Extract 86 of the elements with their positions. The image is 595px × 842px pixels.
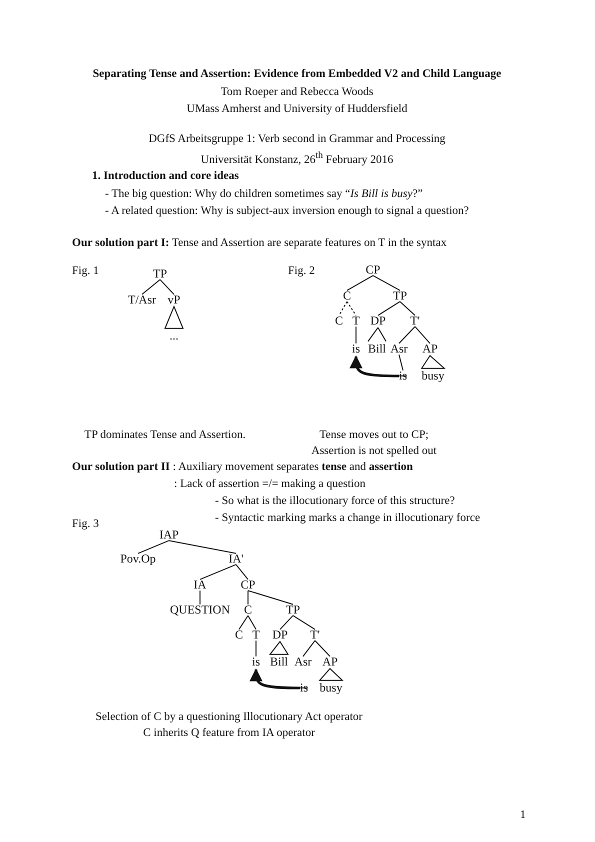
tree-branch [372, 275, 400, 291]
figure-caption: Assertion is not spelled out [311, 445, 437, 459]
tree-node-label: busy [422, 369, 444, 383]
movement-arrow [250, 668, 300, 690]
tree-node-label: TP [286, 603, 300, 617]
triangle-roof [268, 640, 289, 655]
tree-node-label: DP [272, 628, 288, 642]
tree-branch [398, 326, 416, 344]
tree-node-label: TP [393, 289, 407, 303]
struck-word: is [399, 369, 407, 383]
tree-branch [248, 615, 256, 630]
tree-node-label: AP [322, 655, 338, 669]
tree-branch [236, 564, 248, 580]
affiliation-line: UMass Amherst and University of Huddersfield [186, 103, 408, 117]
tree-branch [138, 540, 170, 554]
tree-node-label: T' [410, 314, 420, 328]
tree-branch [398, 354, 404, 371]
tree-branch [378, 301, 400, 316]
figure-caption: TP dominates Tense and Assertion. [84, 429, 246, 443]
section-statement: Our solution part I: Tense and Assertion are separate features on T in the syntax [72, 237, 447, 251]
section-statement: Our solution part II : Auxiliary movement separates tense and assertion [72, 461, 413, 475]
tree-node-label: IAP [159, 528, 179, 542]
tree-node-label: AP [422, 342, 438, 356]
triangle-roof [164, 305, 184, 329]
tree-node-label: ... [170, 329, 178, 343]
triangle-roof [318, 668, 344, 681]
tree-node-label: T [252, 628, 260, 642]
tree-branch [238, 615, 248, 630]
tree-node-label: Bill [368, 342, 386, 356]
bullet-point: - A related question: Why is subject-aux inversion enough to signal a question? [105, 205, 469, 219]
tree-node-label: Bill [270, 655, 288, 669]
tree-branch [400, 301, 416, 316]
tree-node-label: busy [320, 681, 342, 695]
event-line: DGfS Arbeitsgruppe 1: Verb second in Grammar and Processing [148, 133, 446, 147]
bullet-point: - The big question: Why do children sometimes say “Is Bill is busy?” [105, 188, 423, 202]
tree-node-label: DP [370, 314, 386, 328]
figure-caption: Selection of C by a questioning Illocutionary Act operator [96, 711, 362, 725]
figure-label: Fig. 1 [72, 265, 99, 279]
tree-branch [346, 301, 356, 316]
tree-branch [168, 540, 236, 554]
tree-node-label: Asr [390, 342, 408, 356]
struck-word: is [300, 681, 308, 695]
tree-node-label: C [343, 289, 351, 303]
tree-node-label: T' [310, 628, 320, 642]
triangle-roof [420, 354, 446, 369]
figure-label: Fig. 3 [72, 518, 99, 532]
tree-node-label: CP [366, 263, 380, 277]
tree-node-label: Asr [294, 655, 312, 669]
section-heading: 1. Introduction and core ideas [92, 170, 239, 184]
author-line: Tom Roeper and Rebecca Woods [220, 86, 374, 100]
tree-node-label: IA [194, 578, 206, 592]
tree-branch [302, 640, 316, 657]
tree-branch [280, 615, 294, 630]
sub-point: - So what is the illocutionary force of this structure? [215, 495, 455, 509]
tree-node-label: is [352, 342, 360, 356]
document-title: Separating Tense and Assertion: Evidence from Embedded V2 and Child Language [92, 68, 502, 82]
tree-node-label: Pov.Op [120, 552, 156, 566]
tree-branch [346, 275, 374, 291]
figure-caption: Tense moves out to CP; [319, 429, 429, 443]
statement-line: : Lack of assertion =/= making a question [174, 478, 366, 492]
tree-node-label: is [252, 655, 260, 669]
tree-node-label: T/Asr [128, 293, 156, 307]
tree-node-label: C [335, 314, 343, 328]
tree-node-label: QUESTION [170, 603, 230, 617]
tree-branch [292, 615, 316, 630]
tree-node-label: vP [168, 293, 180, 307]
tree-node-label: T [352, 314, 360, 328]
figure-caption: C inherits Q feature from IA operator [143, 727, 315, 741]
tree-branch [200, 564, 236, 580]
tree-branch [314, 640, 330, 657]
tree-branch [368, 327, 386, 342]
tree-node-label: CP [240, 578, 256, 592]
tree-node-label: TP [153, 267, 167, 281]
figure-label: Fig. 2 [288, 265, 315, 279]
tree-node-label: C [244, 603, 252, 617]
tree-branch [414, 326, 430, 344]
tree-branch [248, 590, 294, 605]
tree-branch [160, 279, 174, 295]
page-number: 1 [520, 809, 526, 823]
tree-node-label: C [235, 628, 243, 642]
tree-node-label: IA' [228, 552, 244, 566]
tree-branch [338, 301, 348, 316]
tree-branch [142, 279, 160, 295]
date-line: Universität Konstanz, 26$^{th}$ February 2016 [200, 150, 394, 168]
movement-arrow [350, 355, 399, 378]
sub-point: - Syntactic marking marks a change in illocutionary force [215, 512, 480, 526]
